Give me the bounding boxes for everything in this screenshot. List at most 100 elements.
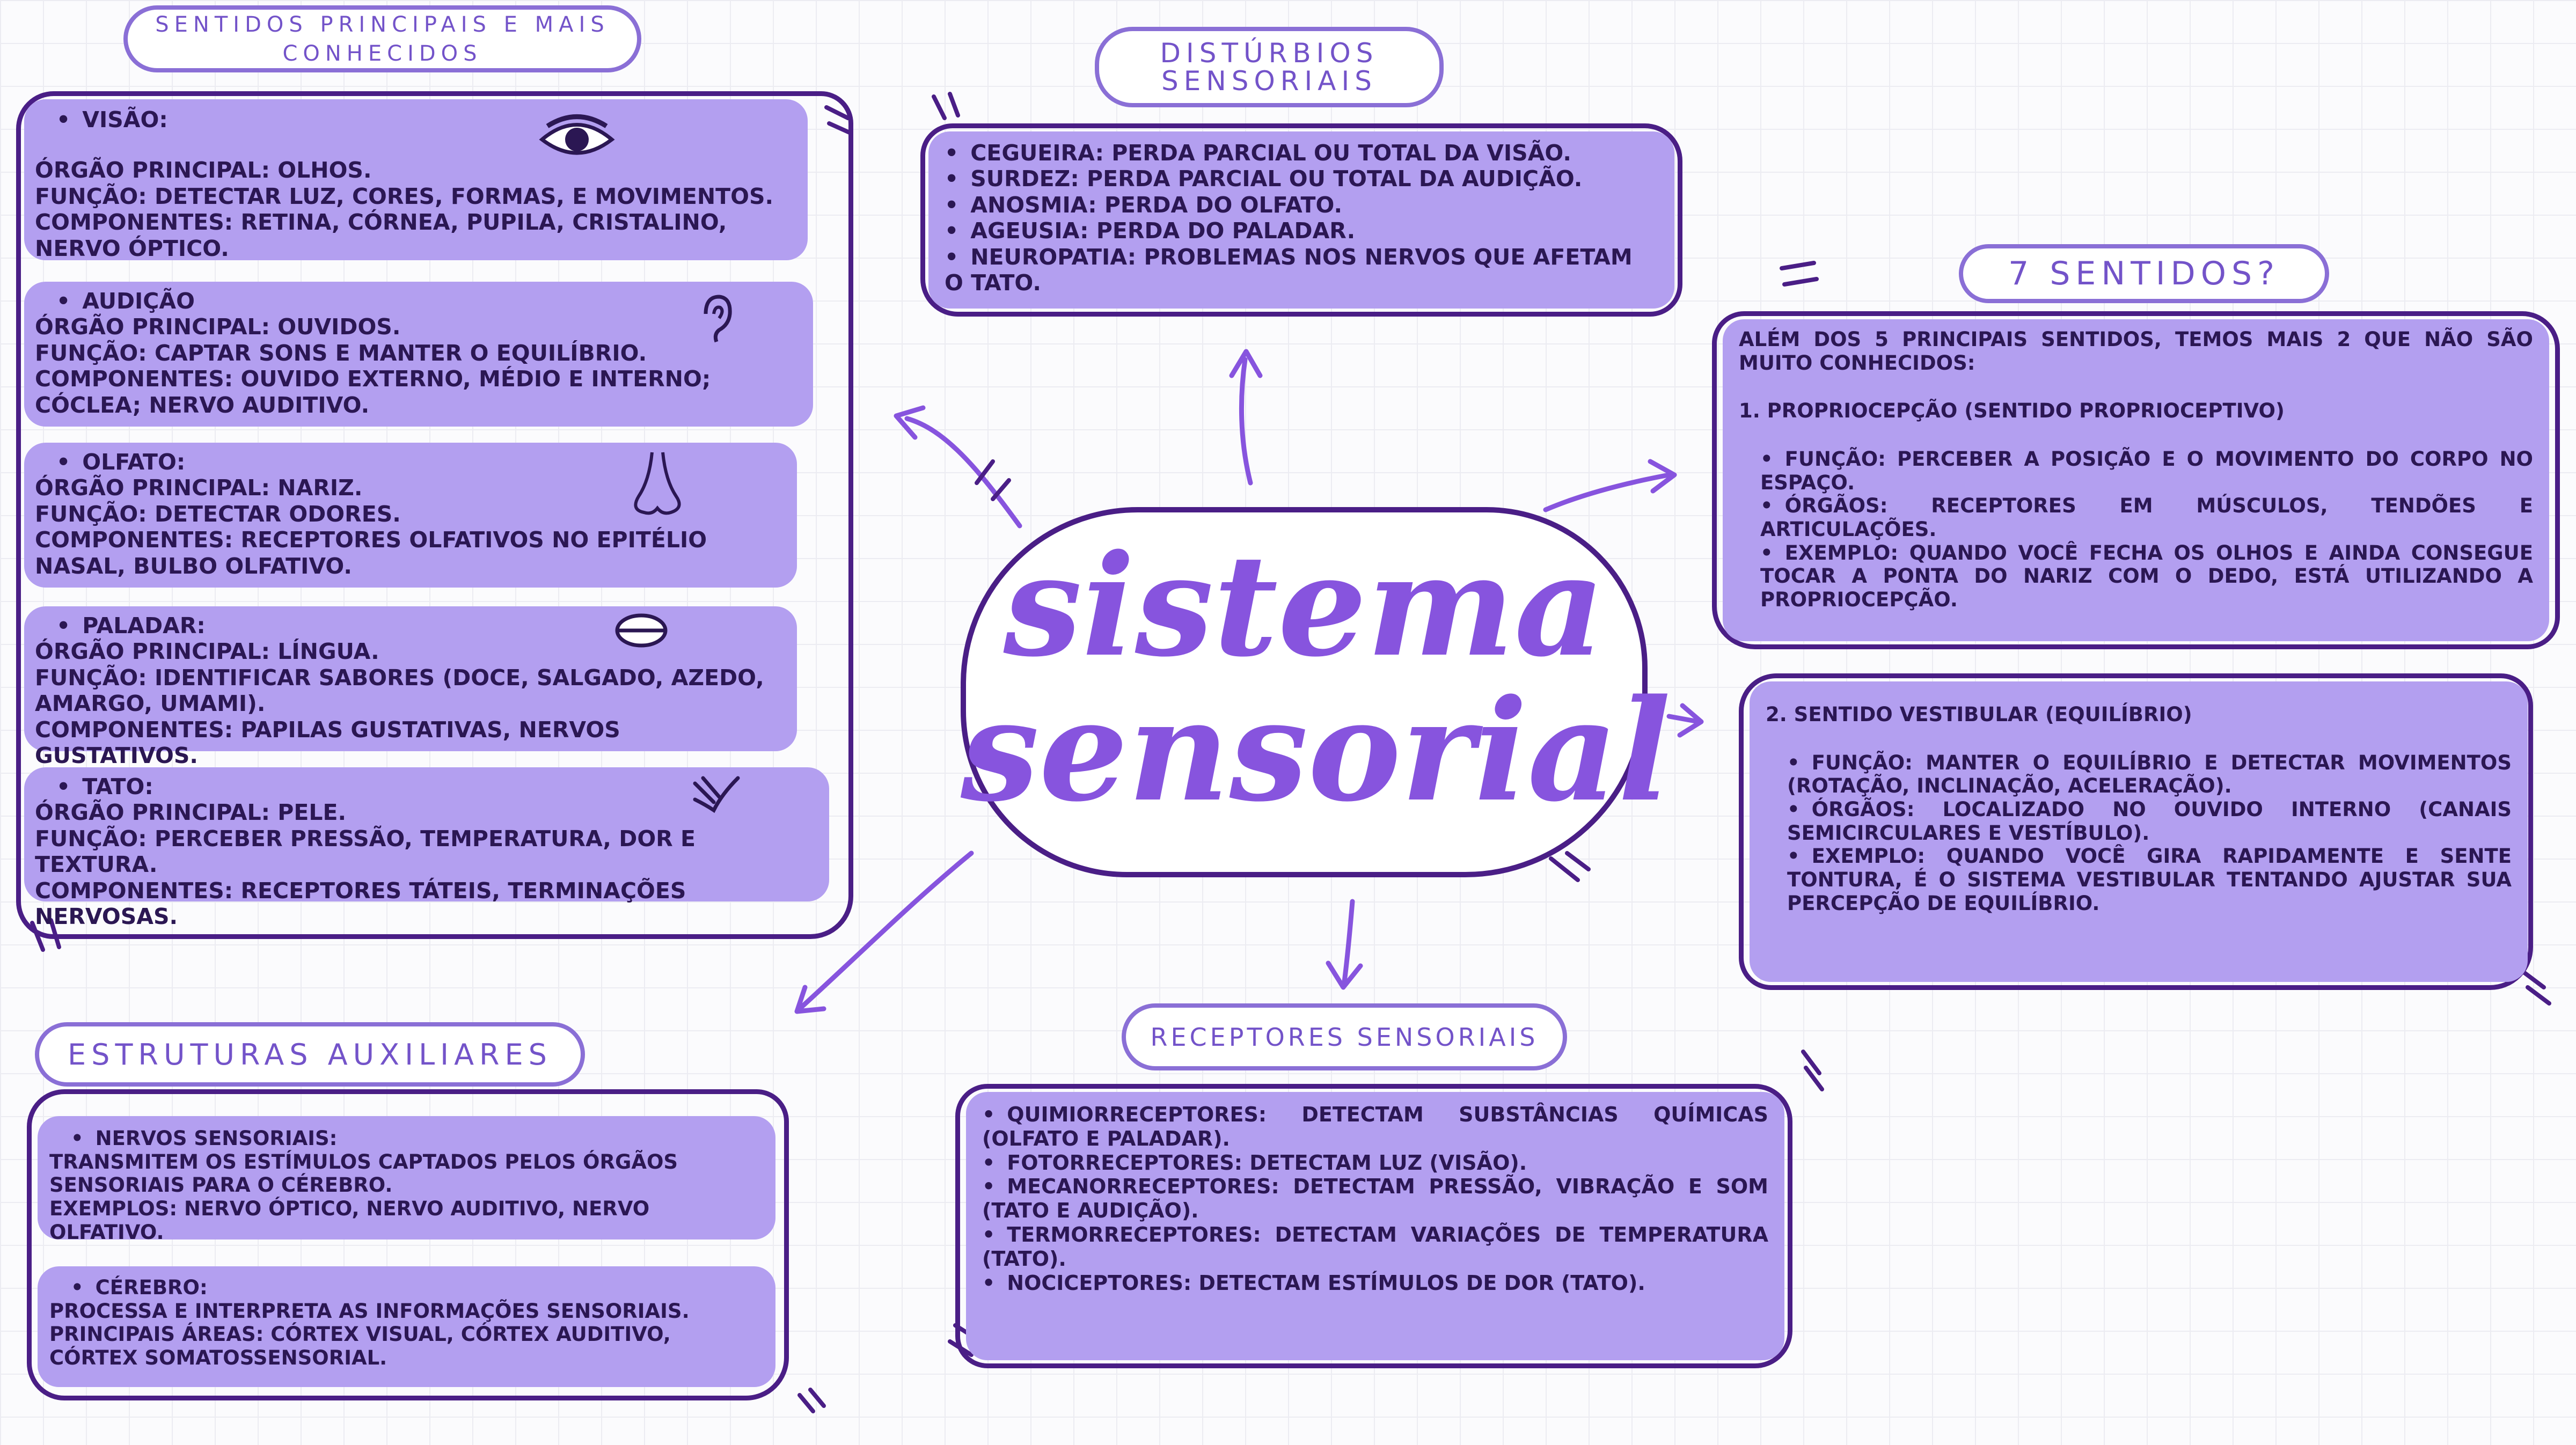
vestibular-item: FUNÇÃO: MANTER O EQUILÍBRIO E DETECTAR M… bbox=[1787, 751, 2512, 798]
audicao-heading: AUDIÇÃO bbox=[56, 288, 802, 314]
card-cerebro: CÉREBRO: PROCESSA E INTERPRETA AS INFORM… bbox=[38, 1266, 775, 1387]
arrow-head-vestibular bbox=[1677, 703, 1704, 738]
sentidos-title: SENTIDOS PRINCIPAIS E MAIS CONHECIDOS bbox=[155, 12, 610, 66]
visao-orgao: ÓRGÃO PRINCIPAL: OLHOS. bbox=[35, 157, 372, 184]
disturbios-outline bbox=[920, 123, 1682, 317]
paladar-orgao: ÓRGÃO PRINCIPAL: LÍNGUA. bbox=[35, 639, 379, 665]
card-paladar: PALADAR: ÓRGÃO PRINCIPAL: LÍNGUA. FUNÇÃO… bbox=[24, 606, 797, 768]
nose-icon bbox=[634, 452, 681, 515]
sete-title-pill: 7 SENTIDOS? bbox=[1959, 244, 2329, 303]
card-disturbios: CEGUEIRA: PERDA PARCIAL OU TOTAL DA VISÃ… bbox=[928, 131, 1674, 309]
receptores-title-pill: RECEPTORES SENSORIAIS bbox=[1122, 1003, 1567, 1070]
cerebro-heading: CÉREBRO: bbox=[71, 1276, 764, 1300]
proprio-item: EXEMPLO: QUANDO VOCÊ FECHA OS OLHOS E AI… bbox=[1760, 541, 2533, 612]
arrow-to-sentidos bbox=[904, 416, 1022, 529]
hand-icon bbox=[693, 776, 740, 813]
card-propriocepcao: ALÉM DOS 5 PRINCIPAIS SENTIDOS, TEMOS MA… bbox=[1723, 319, 2549, 641]
arrow-head-receptores bbox=[1326, 960, 1363, 990]
nervos-text: TRANSMITEM OS ESTÍMULOS CAPTADOS PELOS Ó… bbox=[49, 1150, 678, 1197]
audicao-orgao: ÓRGÃO PRINCIPAL: OUVIDOS. bbox=[35, 314, 401, 340]
visao-funcao: FUNÇÃO: DETECTAR LUZ, CORES, FORMAS, E M… bbox=[35, 183, 774, 209]
card-vestibular: 2. SENTIDO VESTIBULAR (EQUILÍBRIO) FUNÇÃ… bbox=[1750, 681, 2528, 982]
card-audicao: AUDIÇÃO ÓRGÃO PRINCIPAL: OUVIDOS. FUNÇÃO… bbox=[24, 282, 813, 427]
disturbios-title: DISTÚRBIOS SENSORIAIS bbox=[1160, 37, 1379, 97]
cerebro-areas: PRINCIPAIS ÁREAS: CÓRTEX VISUAL, CÓRTEX … bbox=[49, 1323, 671, 1369]
receptores-item: FOTORRECEPTORES: DETECTAM LUZ (VISÃO). bbox=[982, 1151, 1768, 1175]
nervos-exemplos: EXEMPLOS: NERVO ÓPTICO, NERVO AUDITIVO, … bbox=[49, 1197, 650, 1244]
arrow-head-sentidos bbox=[894, 405, 926, 440]
sketch-mark bbox=[1780, 261, 1819, 287]
vestibular-item: ÓRGÃOS: LOCALIZADO NO OUVIDO INTERNO (CA… bbox=[1787, 798, 2512, 845]
disturbios-item: AGEUSIA: PERDA DO PALADAR. bbox=[945, 218, 1658, 244]
tato-componentes: COMPONENTES: RECEPTORES TÁTEIS, TERMINAÇ… bbox=[35, 877, 686, 929]
olfato-funcao: FUNÇÃO: DETECTAR ODORES. bbox=[35, 501, 401, 527]
arrow-to-sete bbox=[1543, 472, 1672, 512]
paladar-componentes: COMPONENTES: PAPILAS GUSTATIVAS, NERVOS … bbox=[35, 716, 620, 768]
sentidos-outline bbox=[16, 91, 853, 939]
disturbios-item: SURDEZ: PERDA PARCIAL OU TOTAL DA AUDIÇÃ… bbox=[945, 166, 1658, 192]
sketch-mark bbox=[2520, 969, 2551, 1006]
tato-heading: TATO: bbox=[56, 774, 818, 799]
sentidos-title-pill: SENTIDOS PRINCIPAIS E MAIS CONHECIDOS bbox=[123, 5, 641, 72]
disturbios-title-pill: DISTÚRBIOS SENSORIAIS bbox=[1095, 27, 1444, 107]
audicao-funcao: FUNÇÃO: CAPTAR SONS E MANTER O EQUILÍBRI… bbox=[35, 340, 647, 366]
arrow-to-vestibular bbox=[1666, 714, 1701, 724]
visao-heading: VISÃO: bbox=[56, 107, 797, 133]
center-title-line1: sistema bbox=[1003, 524, 1605, 688]
paladar-heading: PALADAR: bbox=[56, 613, 786, 639]
tato-orgao: ÓRGÃO PRINCIPAL: PELE. bbox=[35, 799, 347, 826]
sketch-mark bbox=[1801, 1050, 1824, 1091]
vestibular-outline bbox=[1739, 673, 2533, 990]
proprio-item: ÓRGÃOS: RECEPTORES EM MÚSCULOS, TENDÕES … bbox=[1760, 494, 2533, 541]
sketch-mark bbox=[797, 1388, 826, 1413]
arrow-to-disturbios bbox=[1239, 357, 1253, 486]
receptores-item: QUIMIORRECEPTORES: DETECTAM SUBSTÂNCIAS … bbox=[982, 1103, 1768, 1151]
center-title-line2: sensorial bbox=[961, 669, 1671, 833]
visao-componentes: COMPONENTES: RETINA, CÓRNEA, PUPILA, CRI… bbox=[35, 209, 727, 261]
vestibular-item: EXEMPLO: QUANDO VOCÊ GIRA RAPIDAMENTE E … bbox=[1787, 845, 2512, 915]
cerebro-text: PROCESSA E INTERPRETA AS INFORMAÇÕES SEN… bbox=[49, 1299, 690, 1323]
card-olfato: OLFATO: ÓRGÃO PRINCIPAL: NARIZ. FUNÇÃO: … bbox=[24, 443, 797, 588]
nervos-heading: NERVOS SENSORIAIS: bbox=[71, 1127, 764, 1150]
receptores-item: NOCICEPTORES: DETECTAM ESTÍMULOS DE DOR … bbox=[982, 1271, 1768, 1295]
estruturas-title-pill: ESTRUTURAS AUXILIARES bbox=[35, 1022, 585, 1087]
proprio-outline bbox=[1712, 311, 2560, 649]
mouth-icon bbox=[615, 613, 668, 648]
card-receptores: QUIMIORRECEPTORES: DETECTAM SUBSTÂNCIAS … bbox=[966, 1092, 1784, 1360]
vestibular-title: 2. SENTIDO VESTIBULAR (EQUILÍBRIO) bbox=[1766, 703, 2192, 726]
arrow-head-disturbios bbox=[1229, 349, 1263, 378]
arrow-head-estruturas bbox=[794, 985, 826, 1014]
proprio-item: FUNÇÃO: PERCEBER A POSIÇÃO E O MOVIMENTO… bbox=[1760, 448, 2533, 494]
disturbios-item: NEUROPATIA: PROBLEMAS NOS NERVOS QUE AFE… bbox=[945, 244, 1658, 296]
paladar-funcao: FUNÇÃO: IDENTIFICAR SABORES (DOCE, SALGA… bbox=[35, 664, 764, 717]
olfato-orgao: ÓRGÃO PRINCIPAL: NARIZ. bbox=[35, 475, 363, 501]
eye-icon bbox=[539, 114, 615, 155]
card-tato: TATO: ÓRGÃO PRINCIPAL: PELE. FUNÇÃO: PER… bbox=[24, 767, 829, 929]
card-nervos: NERVOS SENSORIAIS: TRANSMITEM OS ESTÍMUL… bbox=[38, 1116, 775, 1244]
estruturas-title: ESTRUTURAS AUXILIARES bbox=[68, 1037, 552, 1072]
sketch-mark bbox=[1549, 851, 1591, 882]
arrow-head-sete bbox=[1648, 459, 1677, 494]
receptores-title: RECEPTORES SENSORIAIS bbox=[1150, 1022, 1539, 1052]
receptores-outline bbox=[955, 1084, 1792, 1368]
sete-intro: ALÉM DOS 5 PRINCIPAIS SENTIDOS, TEMOS MA… bbox=[1739, 328, 2533, 375]
ear-icon bbox=[704, 295, 732, 343]
card-visao: VISÃO: ÓRGÃO PRINCIPAL: OLHOS. FUNÇÃO: D… bbox=[24, 99, 808, 261]
center-blob bbox=[961, 507, 1648, 877]
sketch-mark bbox=[975, 459, 1011, 501]
sketch-mark bbox=[932, 92, 960, 120]
sete-title: 7 SENTIDOS? bbox=[2008, 255, 2280, 292]
receptores-item: TERMORRECEPTORES: DETECTAM VARIAÇÕES DE … bbox=[982, 1223, 1768, 1271]
disturbios-item: CEGUEIRA: PERDA PARCIAL OU TOTAL DA VISÃ… bbox=[945, 140, 1658, 166]
olfato-componentes: COMPONENTES: RECEPTORES OLFATIVOS NO EPI… bbox=[35, 527, 707, 579]
estruturas-outline bbox=[27, 1089, 789, 1400]
arrow-to-receptores bbox=[1342, 899, 1355, 985]
disturbios-item: ANOSMIA: PERDA DO OLFATO. bbox=[945, 192, 1658, 218]
tato-funcao: FUNÇÃO: PERCEBER PRESSÃO, TEMPERATURA, D… bbox=[35, 825, 696, 878]
proprio-title: 1. PROPRIOCEPÇÃO (SENTIDO PROPRIOCEPTIVO… bbox=[1739, 399, 2285, 423]
receptores-item: MECANORRECEPTORES: DETECTAM PRESSÃO, VIB… bbox=[982, 1175, 1768, 1223]
audicao-componentes: COMPONENTES: OUVIDO EXTERNO, MÉDIO E INT… bbox=[35, 366, 711, 418]
arrow-to-estruturas bbox=[797, 850, 974, 1011]
